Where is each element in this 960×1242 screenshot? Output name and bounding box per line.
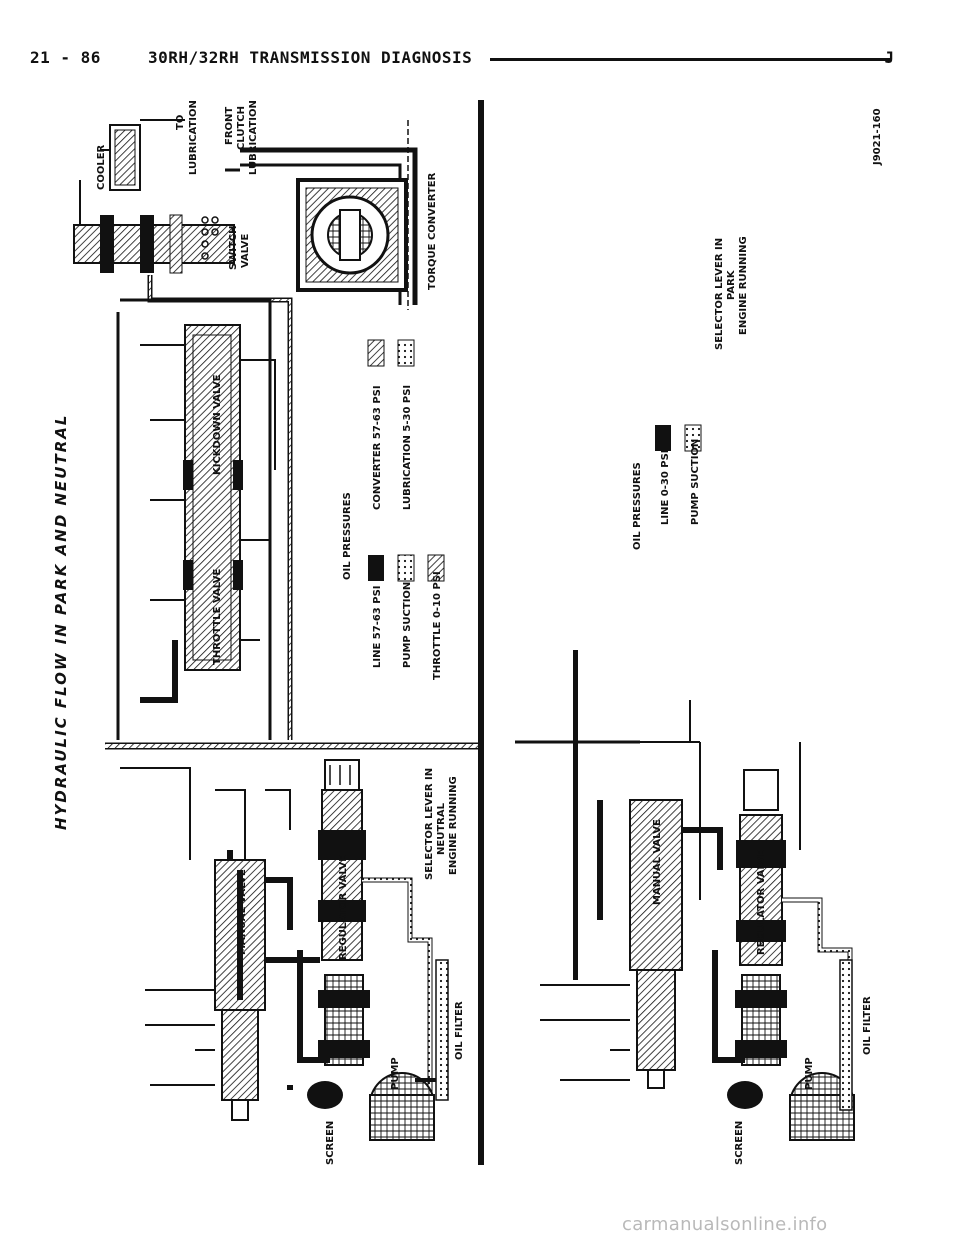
label-pump-top: PUMP bbox=[390, 1057, 401, 1090]
label-selector-top-2: NEUTRAL bbox=[436, 802, 447, 855]
label-manual-valve-top: MANUAL VALVE bbox=[237, 869, 248, 955]
page-header: 21 - 86 30RH/32RH TRANSMISSION DIAGNOSIS… bbox=[30, 48, 930, 74]
cooler bbox=[109, 124, 141, 191]
label-screen-bottom: SCREEN bbox=[734, 1121, 745, 1165]
legend-pump-suction-top: PUMP SUCTION bbox=[402, 582, 413, 668]
label-regulator-valve-bottom: REGULATOR VALVE bbox=[756, 850, 767, 955]
label-selector-bottom-2: PARK bbox=[726, 269, 737, 300]
page-number: 21 - 86 bbox=[30, 48, 101, 67]
screen-bottom bbox=[727, 1081, 763, 1109]
label-oil-filter-bottom: OIL FILTER bbox=[862, 996, 873, 1055]
label-selector-bottom-1: SELECTOR LEVER IN bbox=[714, 238, 725, 350]
legend-line-bottom: LINE 0-30 PSI bbox=[660, 449, 671, 525]
legend-lubrication-top: LUBRICATION 5-30 PSI bbox=[402, 385, 413, 510]
manual-valve-bottom bbox=[629, 799, 683, 971]
legend-converter-top: CONVERTER 57-63 PSI bbox=[372, 385, 383, 510]
bottom-diagram bbox=[515, 650, 856, 1141]
label-selector-top-1: SELECTOR LEVER IN bbox=[424, 768, 435, 880]
legend-line-top: LINE 57-63 PSI bbox=[372, 586, 383, 669]
label-screen-top: SCREEN bbox=[325, 1121, 336, 1165]
watermark: carmanualsonline.info bbox=[622, 1214, 828, 1235]
label-kickdown-valve: KICKDOWN VALVE bbox=[212, 374, 223, 475]
oil-filter-top bbox=[435, 959, 449, 1101]
label-cooler: COOLER bbox=[96, 144, 107, 190]
label-figure-id: J9021-160 bbox=[872, 108, 883, 166]
label-selector-top-3: ENGINE RUNNING bbox=[448, 776, 459, 875]
label-manual-valve-bottom: MANUAL VALVE bbox=[652, 819, 663, 905]
label-clutch-lubrication: LUBRICATION bbox=[248, 100, 259, 175]
page-title: 30RH/32RH TRANSMISSION DIAGNOSIS bbox=[148, 48, 473, 67]
label-front: FRONT bbox=[224, 107, 235, 145]
label-selector-bottom-3: ENGINE RUNNING bbox=[738, 236, 749, 335]
center-divider bbox=[478, 100, 484, 1165]
legend-swatches-top bbox=[367, 339, 445, 582]
label-oil-filter-top: OIL FILTER bbox=[454, 1001, 465, 1060]
top-diagram bbox=[73, 100, 484, 1165]
label-regulator-valve-top: REGULATOR VALVE bbox=[338, 855, 349, 960]
label-switch-valve: VALVE bbox=[240, 233, 251, 268]
label-lubrication: LUBRICATION bbox=[188, 100, 199, 175]
label-switch: SWITCH bbox=[228, 226, 239, 270]
legend-throttle-top: THROTTLE 0-10 PSI bbox=[432, 571, 443, 680]
regulator-valve-top bbox=[321, 789, 363, 961]
screen-top bbox=[307, 1081, 343, 1109]
label-to: TO bbox=[175, 115, 186, 130]
label-torque-converter: TORQUE CONVERTER bbox=[427, 172, 438, 290]
label-throttle-valve: THROTTLE VALVE bbox=[212, 569, 223, 665]
label-clutch: CLUTCH bbox=[236, 106, 247, 150]
legend-swatches-bottom bbox=[655, 424, 702, 452]
header-rule bbox=[490, 58, 890, 61]
label-pump-bottom: PUMP bbox=[804, 1057, 815, 1090]
legend-heading-top: OIL PRESSURES bbox=[342, 492, 353, 580]
oil-filter-bottom bbox=[839, 959, 853, 1111]
legend-heading-bottom: OIL PRESSURES bbox=[632, 462, 643, 550]
section-letter: J bbox=[884, 48, 894, 67]
legend-pump-suction-bottom: PUMP SUCTION bbox=[690, 439, 701, 525]
